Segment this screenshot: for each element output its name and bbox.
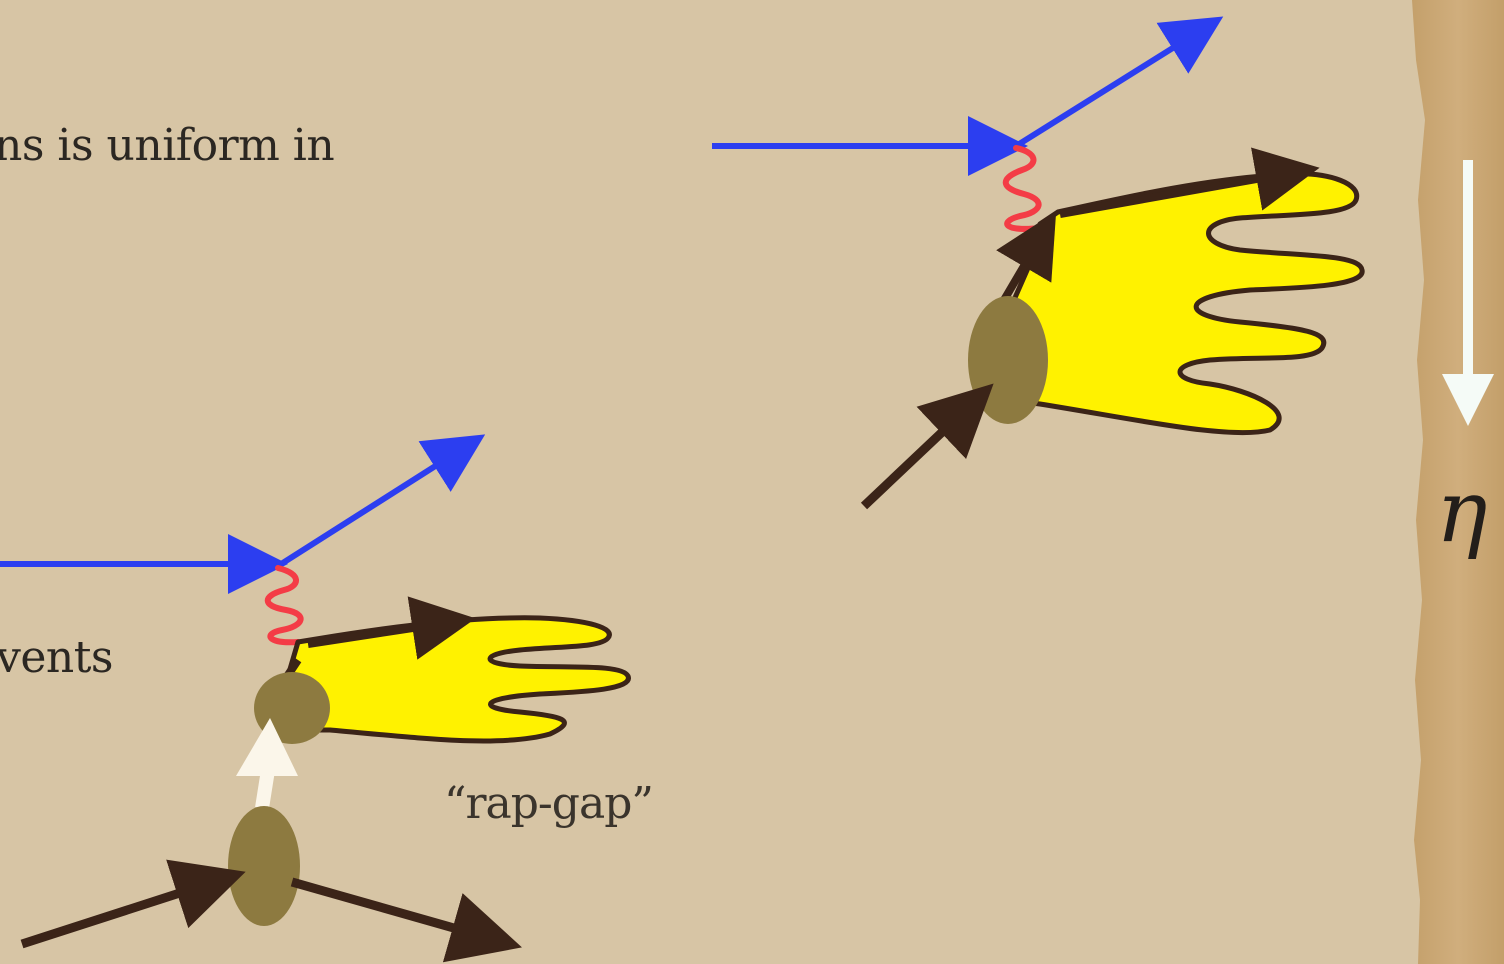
jet-hand-shape (1000, 174, 1362, 433)
rapgap-label: “rap-gap” (444, 778, 653, 829)
proton-blob-lower (228, 806, 300, 926)
proton-incoming-arrow-lower (22, 880, 220, 944)
dis-diagram (712, 26, 1362, 506)
lepton-outgoing-line-lower (278, 444, 470, 566)
body-text-line-2: vents (0, 632, 113, 683)
photon-wiggle-lower (268, 568, 301, 642)
proton-outgoing-arrow-lower (292, 882, 496, 940)
proton-incoming-arrow (864, 402, 974, 506)
photon-wiggle (1006, 148, 1040, 229)
lepton-outgoing-line (1016, 26, 1208, 146)
eta-symbol: η (1436, 462, 1488, 562)
proton-blob (968, 296, 1048, 424)
body-text-line-1: ns is uniform in (0, 120, 334, 171)
rapgap-diagram (0, 444, 628, 944)
